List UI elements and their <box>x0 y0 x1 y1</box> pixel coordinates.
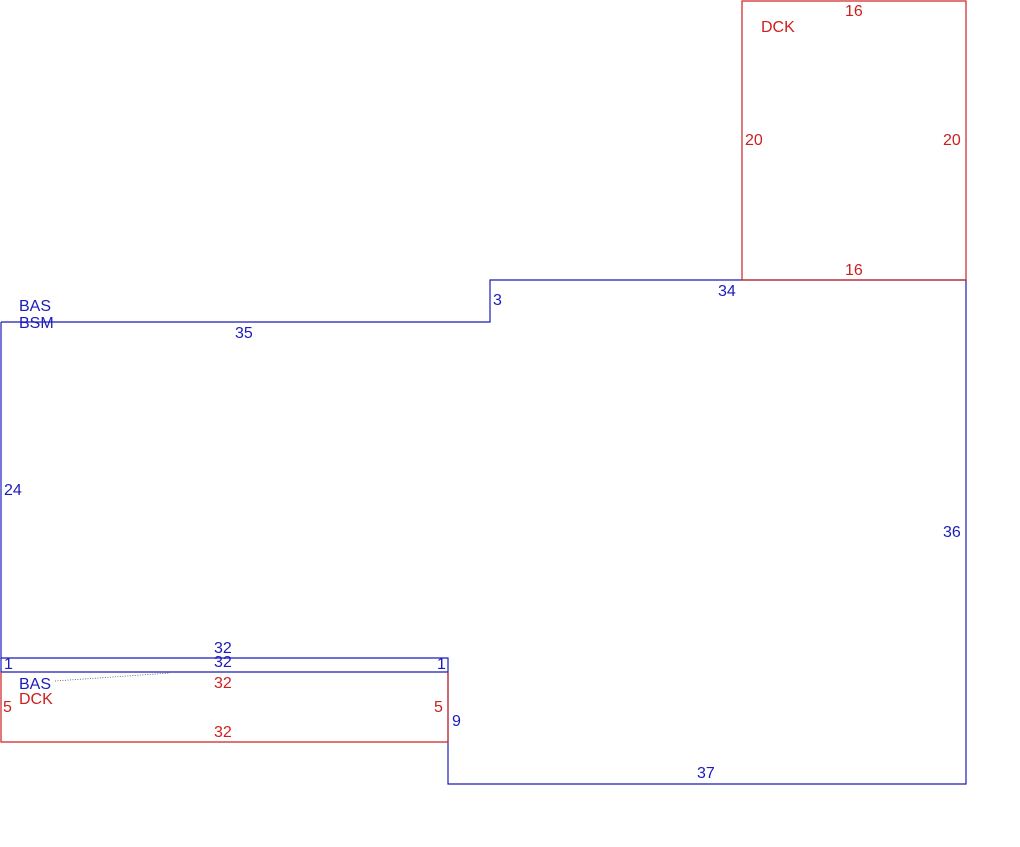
deck-bottom-area-code: DCK <box>19 691 53 708</box>
dim-bottom-right: 37 <box>697 765 715 782</box>
dim-right: 36 <box>943 524 961 541</box>
deck-top-dim-bottom: 16 <box>845 262 863 279</box>
deck-top-dim-right: 20 <box>943 132 961 149</box>
deck-bottom-dim-bottom: 32 <box>214 724 232 741</box>
area-code-bas-lower: BAS <box>19 676 51 693</box>
dim-top-left: 35 <box>235 325 253 342</box>
dim-top-right: 34 <box>718 283 736 300</box>
area-code-bsm: BSM <box>19 315 54 332</box>
deck-bottom-dim-left: 5 <box>3 699 12 716</box>
deck-top-area-code: DCK <box>761 19 795 36</box>
deck-top-dim-left: 20 <box>745 132 763 149</box>
deck-top-outline <box>741 0 967 281</box>
dim-left: 24 <box>4 482 22 499</box>
deck-bottom-outline <box>0 672 449 743</box>
dim-step-up: 3 <box>493 292 502 309</box>
dim-strip-lower: 32 <box>214 654 232 671</box>
main-structure-outline <box>0 279 967 785</box>
dim-bottom-left-upper: 32 <box>214 640 232 657</box>
dim-strip-right: 1 <box>437 656 446 673</box>
dim-notch: 9 <box>452 713 461 730</box>
dim-strip-left: 1 <box>4 656 13 673</box>
deck-bottom-dim-top: 32 <box>214 675 232 692</box>
deck-bottom-dim-right: 5 <box>434 699 443 716</box>
leader-line <box>54 672 171 682</box>
deck-top-dim-top: 16 <box>845 3 863 20</box>
area-code-bas: BAS <box>19 298 51 315</box>
